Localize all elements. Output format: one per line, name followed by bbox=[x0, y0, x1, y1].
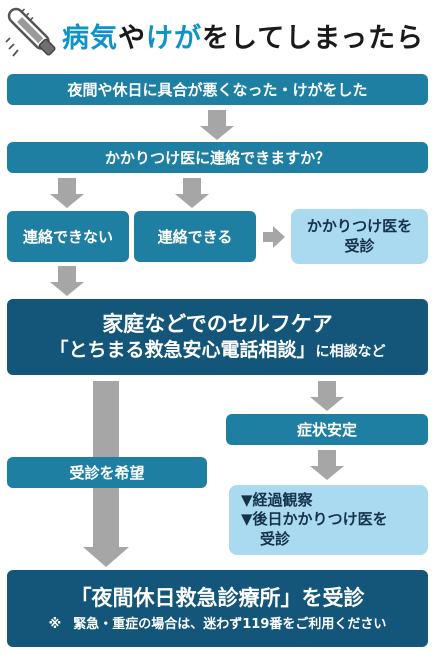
step-observe: ▼経過観察 ▼後日かかりつけ医を 受診 bbox=[229, 485, 428, 555]
step-cannot-contact: 連絡できない bbox=[7, 211, 129, 262]
step-cannot-contact-label: 連絡できない bbox=[22, 228, 113, 246]
step-selfcare: 家庭などでのセルフケア 「とちまる救急安心電話相談」に相談など bbox=[7, 299, 428, 375]
thermometer-icon bbox=[5, 7, 56, 57]
step-want-visit: 受診を希望 bbox=[7, 457, 207, 488]
step-observe-line2: ▼後日かかりつけ医を bbox=[241, 510, 388, 529]
title-part-4: をしてしまったら bbox=[202, 23, 425, 54]
title-part-3: けが bbox=[146, 23, 202, 54]
title-part-2: や bbox=[118, 23, 146, 54]
step-contact-question: かかりつけ医に連絡できますか？ bbox=[7, 142, 428, 173]
step-visit-gp: かかりつけ医を 受診 bbox=[291, 209, 428, 264]
arrow-right-icon bbox=[263, 226, 285, 248]
step-want-visit-label: 受診を希望 bbox=[69, 464, 145, 482]
step-final-visit-line1: 「夜間休日救急診療所」を受診 bbox=[70, 586, 365, 610]
arrow-down-icon bbox=[310, 381, 344, 411]
step-selfcare-line1: 家庭などでのセルフケア bbox=[102, 312, 333, 336]
step-final-visit: 「夜間休日救急診療所」を受診 ※ 緊急・重症の場合は、迷わず119番をご利用くださ… bbox=[7, 570, 428, 647]
step-symptom-label: 夜間や休日に具合が悪くなった・けがをした bbox=[67, 81, 368, 99]
note-text: 緊急・重症の場合は、迷わず119番をご利用ください bbox=[73, 616, 387, 632]
step-observe-line3: 受診 bbox=[260, 529, 291, 548]
step-selfcare-line2: 「とちまる救急安心電話相談」に相談など bbox=[49, 338, 385, 364]
step-can-contact-label: 連絡できる bbox=[157, 228, 233, 246]
step-visit-gp-line2: 受診 bbox=[344, 236, 375, 255]
step-symptom: 夜間や休日に具合が悪くなった・けがをした bbox=[7, 74, 428, 105]
step-contact-question-label: かかりつけ医に連絡できますか？ bbox=[104, 149, 331, 167]
step-selfcare-suffix: に相談など bbox=[315, 344, 386, 361]
arrow-down-icon bbox=[200, 110, 234, 140]
step-symptoms-stable: 症状安定 bbox=[226, 414, 428, 445]
title-part-1: 病気 bbox=[62, 23, 118, 54]
step-final-note: ※ 緊急・重症の場合は、迷わず119番をご利用ください bbox=[49, 615, 387, 635]
page-title: 病気やけがをしてしまったら bbox=[62, 16, 424, 55]
step-visit-gp-line1: かかりつけ医を bbox=[306, 217, 413, 235]
note-mark: ※ bbox=[48, 616, 62, 632]
arrow-down-icon bbox=[50, 266, 84, 296]
step-observe-line1: ▼経過観察 bbox=[241, 490, 313, 509]
step-selfcare-consult: 「とちまる救急安心電話相談」 bbox=[49, 339, 316, 362]
step-can-contact: 連絡できる bbox=[134, 211, 256, 262]
arrow-down-icon bbox=[50, 178, 84, 208]
step-symptoms-stable-label: 症状安定 bbox=[296, 421, 357, 439]
arrow-down-icon bbox=[310, 450, 344, 480]
header: 病気やけがをしてしまったら bbox=[0, 0, 435, 66]
arrow-down-icon bbox=[175, 178, 209, 208]
